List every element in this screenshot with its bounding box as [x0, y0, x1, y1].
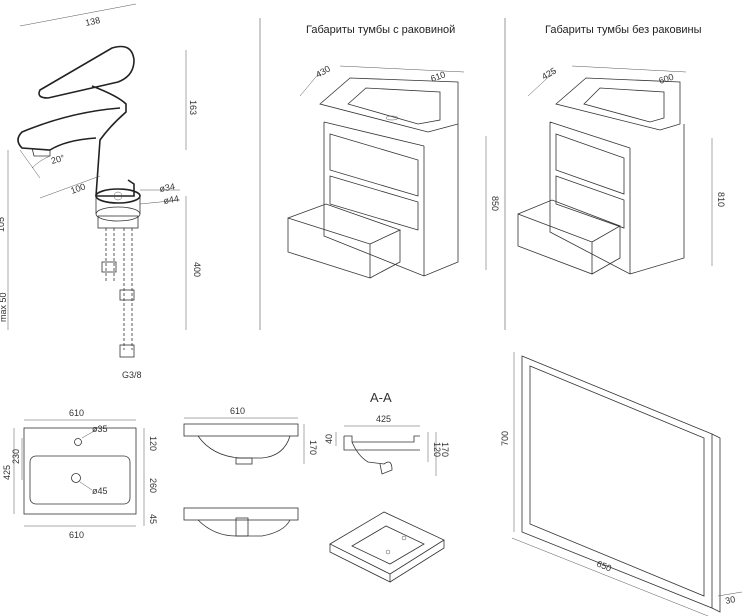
mirror-width-label: 650	[595, 559, 613, 574]
faucet-hose-left	[105, 228, 115, 282]
faucet-thread-label: G3/8	[122, 370, 142, 380]
section-mid-label: 120	[432, 442, 442, 457]
mirror-height-label: 700	[500, 431, 510, 446]
mirror-drawing: 700 650 30	[500, 352, 743, 616]
faucet-reach-label: 100	[69, 181, 87, 196]
sink-side-height-label: 170	[308, 440, 318, 455]
sink-right-120-label: 120	[148, 436, 158, 451]
faucet-diameter-top-label: ø34	[159, 181, 176, 194]
cabinet-with-sink-width-label: 610	[429, 69, 447, 84]
section-width-label: 425	[376, 414, 391, 424]
section-a-a: A-A 425 40 120 170	[324, 390, 450, 583]
sink-hole-large-label: ø45	[92, 486, 108, 496]
sink-top-width-label: 610	[69, 408, 84, 418]
mirror-frame-inner	[529, 365, 705, 597]
cabinet-with-sink-drawer	[287, 203, 402, 279]
cabinet-without-sink-height-label: 810	[716, 192, 726, 207]
cabinet-without-sink-header: Габариты тумбы без раковины	[545, 24, 702, 36]
sink-side-view: 610 170	[183, 406, 318, 537]
faucet-lever	[38, 45, 135, 99]
faucet-diameter-base-label: ø44	[163, 193, 180, 206]
faucet-spout	[17, 107, 121, 151]
cabinet-without-sink-body	[549, 121, 685, 275]
faucet-mount-height-label: 105	[0, 217, 6, 232]
faucet-height-label: 163	[188, 100, 198, 115]
faucet-hose-length-label: 400	[192, 262, 202, 277]
sink-hole-small-label: ø35	[92, 424, 108, 434]
section-right-label: 170	[440, 442, 450, 457]
cabinet-without-sink-depth-label: 425	[540, 66, 558, 82]
section-left-label: 40	[324, 434, 334, 444]
faucet-body	[91, 85, 135, 197]
cabinet-without-sink-drawing: Габариты тумбы без раковины 425 600 810	[517, 24, 726, 275]
faucet-width-label: 138	[84, 15, 101, 28]
mirror-frame-outer	[521, 355, 713, 609]
faucet-angle-label: 20°	[50, 153, 66, 166]
sink-top-view: 610 610 ø35 ø45 425 230 120 260 45	[2, 408, 158, 540]
sink-side-width-label: 610	[230, 406, 245, 416]
faucet-drawing: 138 163 20° 100 ø34 ø44 105 400 max 50 G…	[0, 3, 202, 380]
sink-top-width-bottom-label: 610	[69, 530, 84, 540]
sink-hole-large	[71, 473, 81, 483]
section-title: A-A	[370, 390, 392, 405]
faucet-max-depth-label: max 50	[0, 292, 8, 322]
mirror-depth-label: 30	[724, 594, 736, 606]
sink-hole-small	[74, 438, 82, 446]
cabinet-without-sink-drawer	[517, 199, 621, 275]
cabinet-with-sink-depth-label: 430	[314, 64, 332, 80]
sink-depth-label: 425	[2, 465, 12, 480]
sink-inner-label: 230	[11, 449, 21, 464]
cabinet-with-sink-header: Габариты тумбы с раковиной	[306, 24, 455, 36]
faucet-hose-right	[123, 228, 133, 350]
cabinet-without-sink-width-label: 600	[658, 72, 675, 86]
cabinet-with-sink-height-label: 850	[490, 196, 500, 211]
cabinet-with-sink-body	[323, 121, 459, 277]
sink-isometric	[329, 511, 445, 583]
cabinet-with-sink-drawing: Габариты тумбы с раковиной 430 610 850	[287, 24, 500, 279]
sink-right-260-label: 260	[148, 478, 158, 493]
sink-right-45-label: 45	[148, 514, 158, 524]
